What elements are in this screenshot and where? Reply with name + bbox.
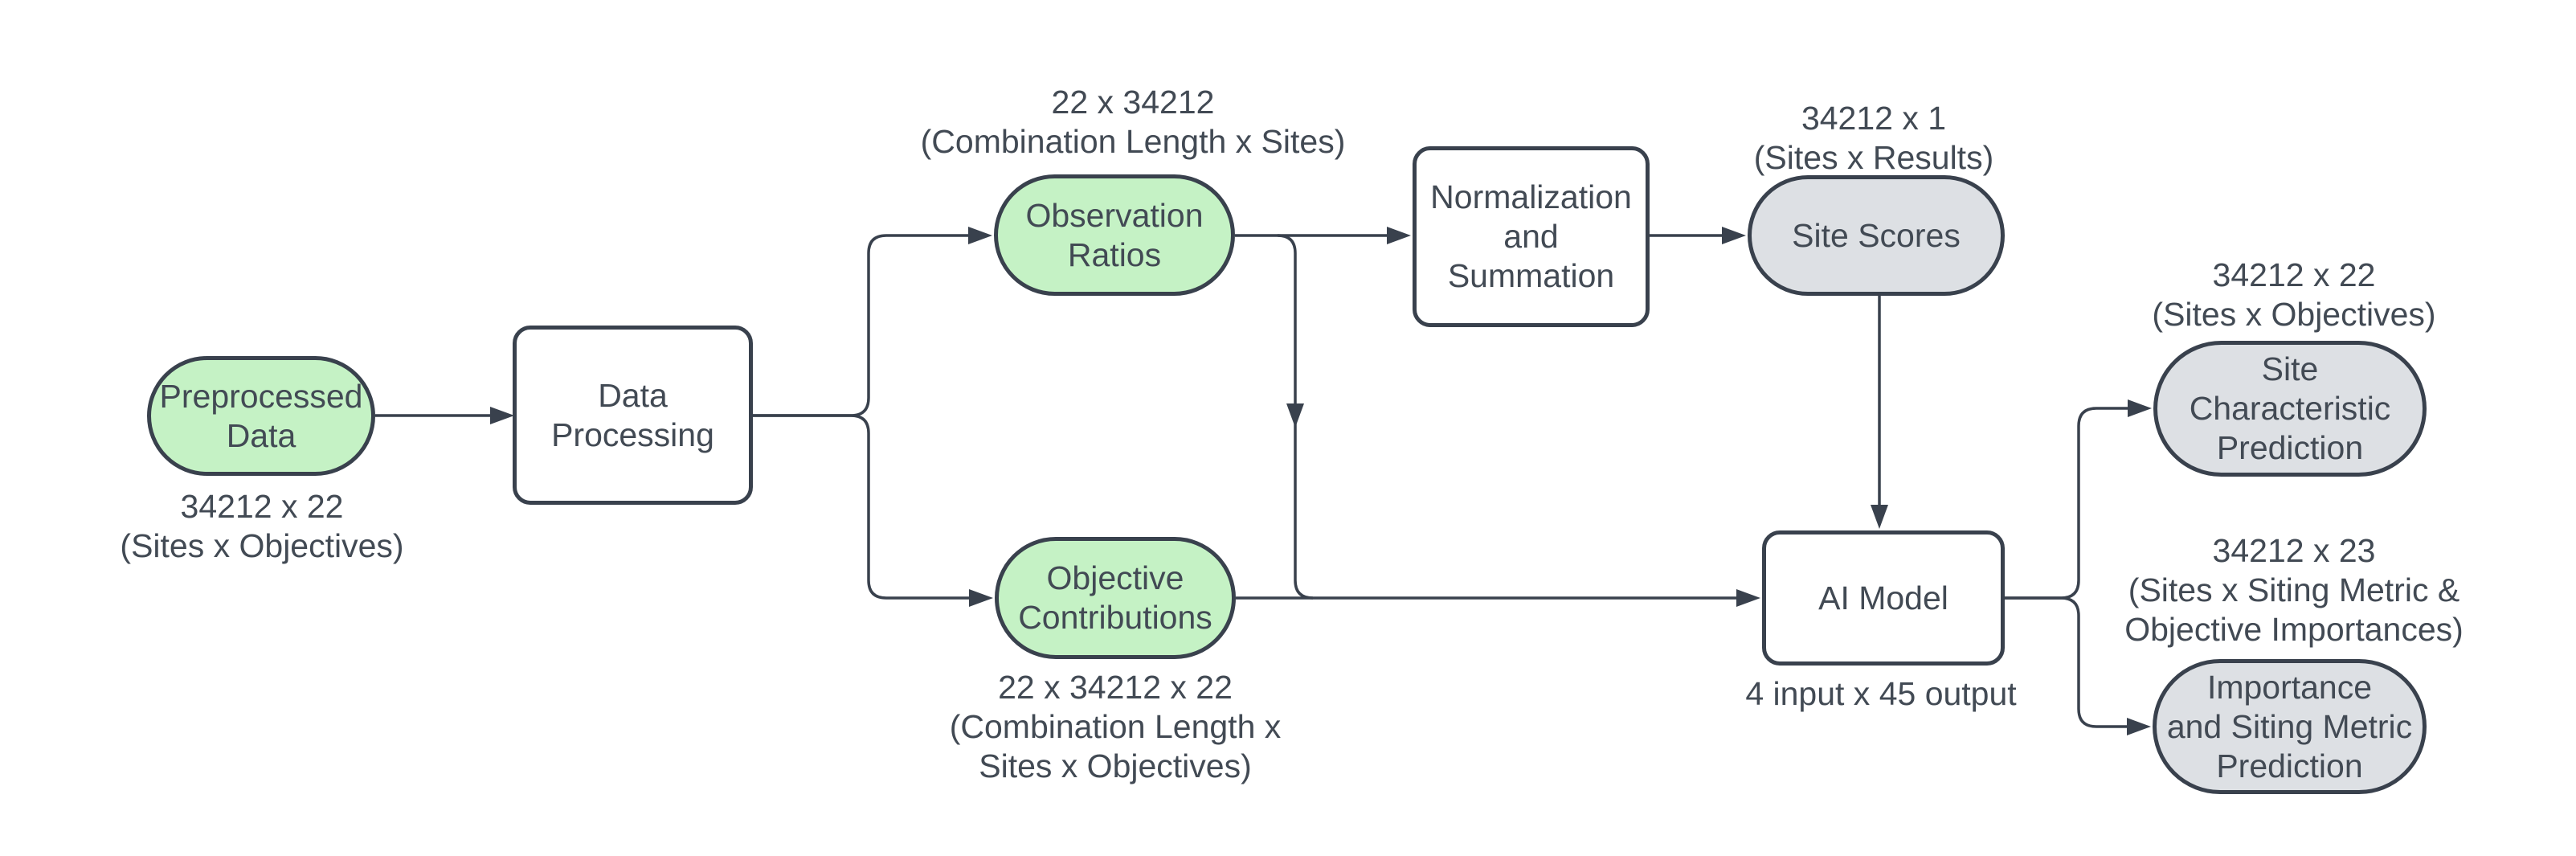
- edge-processing-to-objective: [753, 414, 969, 600]
- label-sitechar-dimensions: 34212 x 22 (Sites x Objectives): [2152, 256, 2436, 333]
- node-preprocessed-data: Preprocessed Data: [147, 356, 375, 476]
- label-preprocessed-dimensions: 34212 x 22 (Sites x Objectives): [120, 488, 404, 564]
- label-ai-model-io: 4 input x 45 output: [1745, 675, 2017, 712]
- arrowhead-into-objective: [969, 589, 993, 607]
- arrowhead-into-observation: [968, 227, 992, 244]
- label-sitescores-dimensions: 34212 x 1 (Sites x Results): [1753, 100, 1994, 176]
- edge-ai-to-importance: [2005, 596, 2127, 728]
- node-site-characteristic-prediction: Site Characteristic Prediction: [2153, 341, 2427, 477]
- arrowhead-into-ai-top: [1871, 505, 1888, 529]
- arrowhead-observation-branch-down: [1286, 403, 1304, 428]
- arrowhead-into-processing: [490, 407, 514, 424]
- node-objective-contributions: Objective Contributions: [995, 537, 1236, 659]
- node-observation-ratios: Observation Ratios: [994, 174, 1235, 296]
- node-data-processing: Data Processing: [513, 326, 753, 505]
- node-normalization-summation: Normalization and Summation: [1413, 146, 1650, 327]
- arrowhead-into-sitescores: [1722, 227, 1746, 244]
- node-importance-siting-metric-prediction: Importance and Siting Metric Prediction: [2153, 659, 2427, 794]
- arrowhead-into-normalization: [1387, 227, 1411, 244]
- edge-ai-to-sitechar: [2005, 407, 2128, 600]
- arrowhead-into-sitechar: [2128, 399, 2152, 417]
- label-importance-dimensions: 34212 x 23 (Sites x Siting Metric & Obje…: [2124, 532, 2464, 648]
- label-objective-dimensions: 22 x 34212 x 22 (Combination Length x Si…: [949, 669, 1282, 784]
- label-observation-dimensions: 22 x 34212 (Combination Length x Sites): [920, 84, 1346, 160]
- node-ai-model: AI Model: [1762, 530, 2005, 666]
- node-site-scores: Site Scores: [1748, 175, 2005, 296]
- edge-processing-to-observation: [753, 234, 968, 417]
- arrowhead-into-importance: [2127, 718, 2151, 735]
- arrowhead-into-ai-left: [1736, 589, 1760, 607]
